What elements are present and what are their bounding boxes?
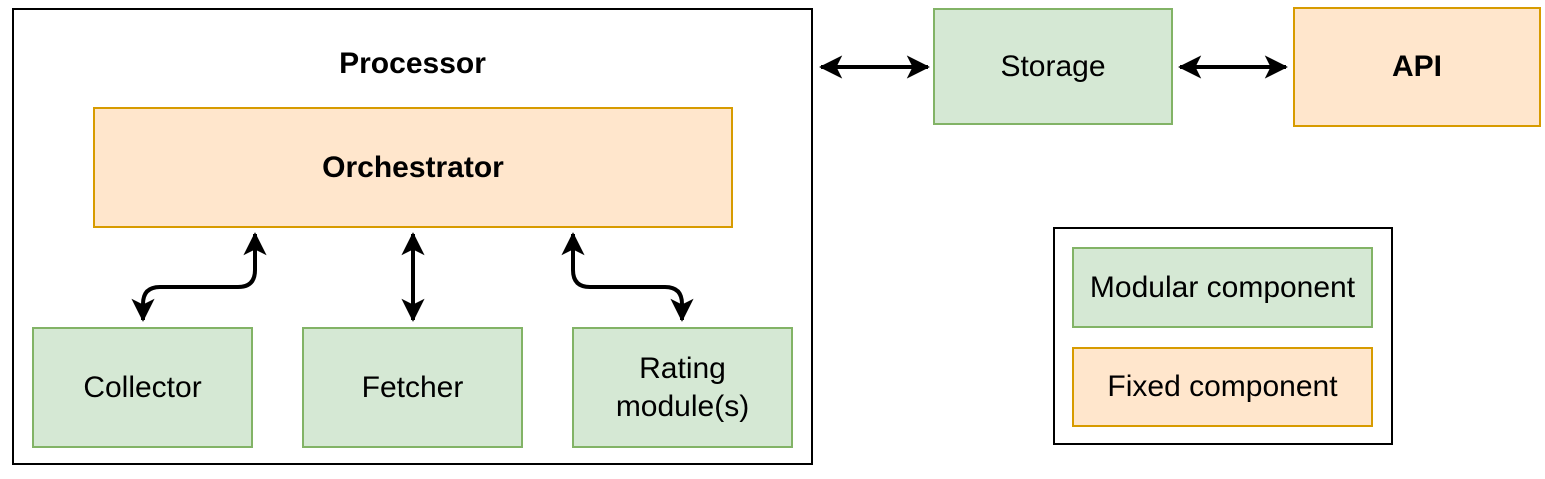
rating-modules-label: Rating module(s)	[615, 351, 750, 423]
legend-container	[1053, 227, 1393, 445]
collector-label: Collector	[83, 370, 202, 404]
orchestrator-label: Orchestrator	[322, 150, 504, 184]
fetcher-label: Fetcher	[361, 370, 464, 404]
orchestrator-box: Orchestrator	[93, 107, 733, 228]
storage-box: Storage	[933, 8, 1173, 125]
legend-fixed-component: Fixed component	[1072, 347, 1373, 427]
processor-container	[12, 8, 813, 465]
processor-title: Processor	[339, 47, 486, 80]
api-label: API	[1391, 50, 1442, 83]
collector-box: Collector	[32, 327, 253, 448]
legend-modular-label: Modular component	[1089, 270, 1356, 304]
rating-modules-box: Rating module(s)	[572, 327, 793, 448]
api-box: API	[1293, 7, 1541, 127]
legend-modular-component: Modular component	[1072, 247, 1373, 328]
storage-label: Storage	[1000, 49, 1106, 83]
fetcher-box: Fetcher	[302, 327, 523, 448]
legend-fixed-label: Fixed component	[1107, 370, 1338, 403]
